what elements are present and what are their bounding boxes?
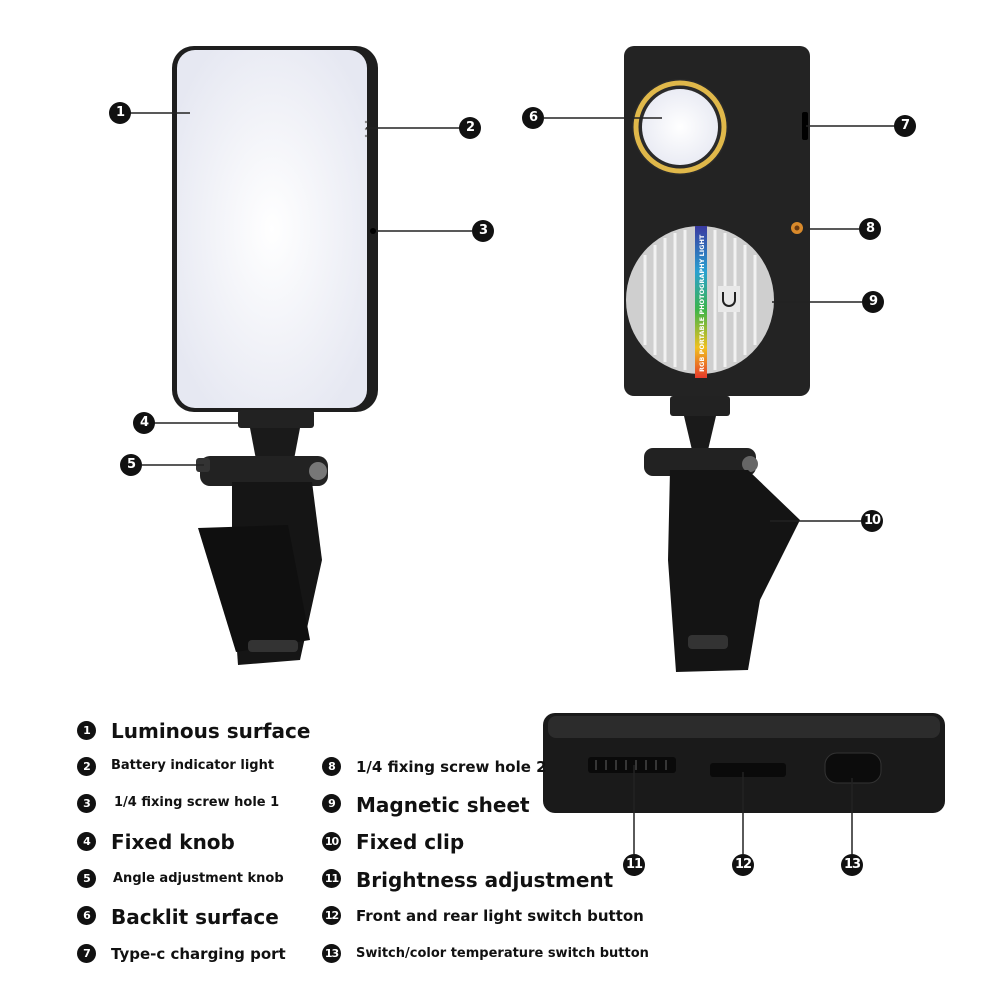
callout-7: 7 bbox=[894, 115, 916, 137]
legend-label: Magnetic sheet bbox=[356, 793, 530, 817]
callout-2: 2 bbox=[459, 117, 481, 139]
legend-label: Fixed clip bbox=[356, 830, 465, 854]
legend-label: Battery indicator light bbox=[111, 758, 275, 773]
legend-label: Angle adjustment knob bbox=[113, 871, 284, 886]
back-light-device: RGB PORTABLE PHOTOGRAPHY LIGHT bbox=[624, 46, 810, 672]
legend-num: 4 bbox=[77, 832, 96, 851]
legend-label: Type-c charging port bbox=[111, 945, 286, 963]
legend-num: 11 bbox=[322, 869, 341, 888]
callout-11: 11 bbox=[623, 854, 645, 876]
callout-4: 4 bbox=[133, 412, 155, 434]
legend-label: Luminous surface bbox=[111, 719, 311, 743]
legend-num: 12 bbox=[322, 906, 341, 925]
legend-label: 1/4 fixing screw hole 2 bbox=[356, 758, 547, 776]
callout-lines bbox=[130, 112, 894, 854]
callout-6: 6 bbox=[522, 107, 544, 129]
legend-label: Fixed knob bbox=[111, 830, 235, 854]
legend-label: Brightness adjustment bbox=[356, 868, 614, 892]
callout-13: 13 bbox=[841, 854, 863, 876]
svg-text:RGB PORTABLE PHOTOGRAPHY LIGHT: RGB PORTABLE PHOTOGRAPHY LIGHT bbox=[698, 234, 706, 372]
legend-num: 13 bbox=[322, 944, 341, 963]
legend-num: 6 bbox=[77, 906, 96, 925]
legend-num: 10 bbox=[322, 832, 341, 851]
luminous-surface bbox=[177, 50, 367, 408]
side-view-device bbox=[543, 713, 945, 813]
callout-10: 10 bbox=[861, 510, 883, 532]
front-light-device bbox=[172, 46, 378, 665]
legend-num: 8 bbox=[322, 757, 341, 776]
legend-label: Backlit surface bbox=[111, 905, 279, 929]
callout-8: 8 bbox=[859, 218, 881, 240]
brightness-wheel bbox=[588, 757, 676, 773]
legend-label: Switch/color temperature switch button bbox=[356, 946, 649, 961]
callout-9: 9 bbox=[862, 291, 884, 313]
callout-1: 1 bbox=[109, 102, 131, 124]
callout-5: 5 bbox=[120, 454, 142, 476]
legend-num: 2 bbox=[77, 757, 96, 776]
backlit-surface bbox=[642, 89, 718, 165]
callout-12: 12 bbox=[732, 854, 754, 876]
legend-label: Front and rear light switch button bbox=[356, 907, 644, 925]
legend-num: 7 bbox=[77, 944, 96, 963]
callout-3: 3 bbox=[472, 220, 494, 242]
legend-num: 9 bbox=[322, 794, 341, 813]
legend-num: 1 bbox=[77, 721, 96, 740]
legend-num: 3 bbox=[77, 794, 96, 813]
legend-num: 5 bbox=[77, 869, 96, 888]
legend-label: 1/4 fixing screw hole 1 bbox=[114, 795, 280, 810]
